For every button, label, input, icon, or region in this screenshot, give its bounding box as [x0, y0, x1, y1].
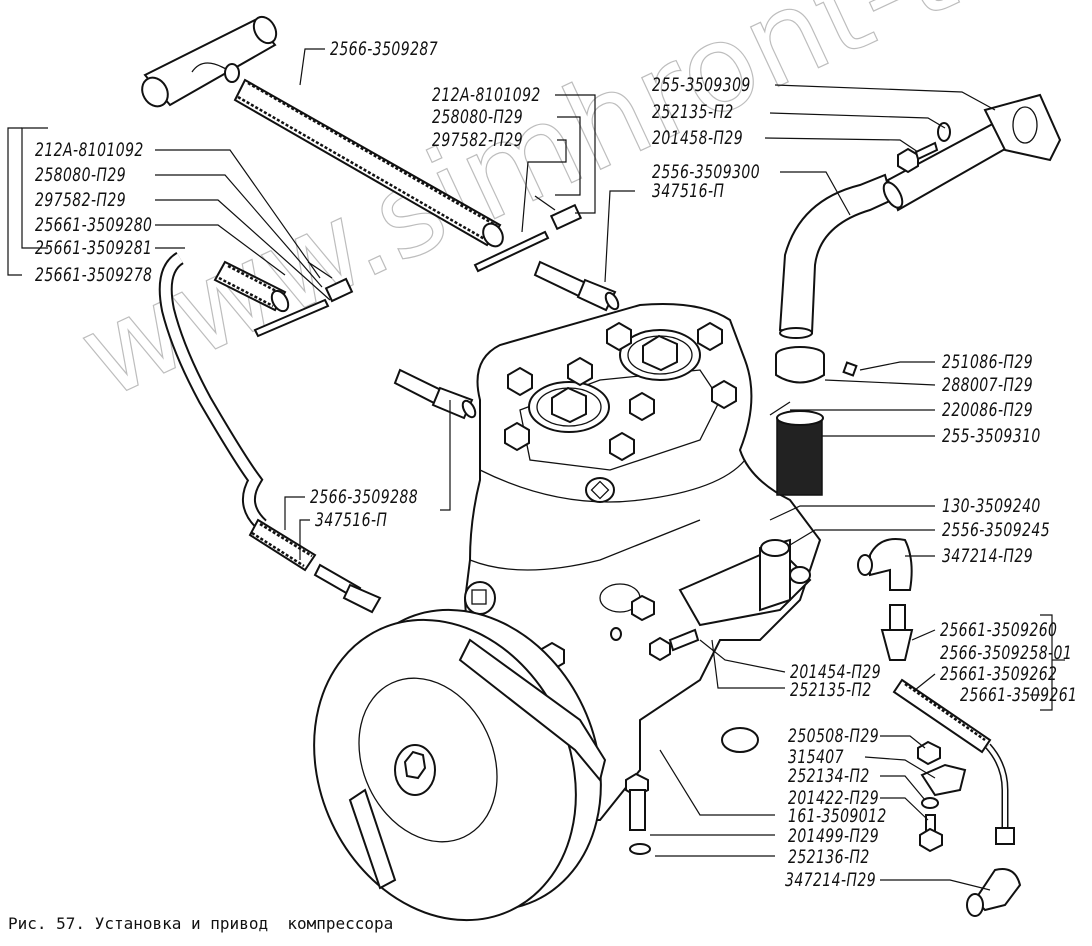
tag-strip-mid: [473, 230, 550, 273]
label-rp-4: 25661-3509261: [960, 684, 1078, 706]
figure-caption: Рис. 57. Установка и привод компрессора: [8, 914, 394, 933]
label-br-7: 252136-П2: [788, 846, 870, 868]
label-left-5: 25661-3509281: [35, 237, 153, 259]
label-rt-3: 201458-П29: [652, 127, 744, 149]
drive-belt: [348, 638, 607, 890]
label-mid-2: 258080-П29: [432, 106, 524, 128]
elbow-fitting-right: [857, 538, 913, 591]
label-rm-2: 2556-3509245: [942, 519, 1051, 541]
label-clamp-3: 220086-П29: [942, 399, 1034, 421]
label-fitting-top: 347516-П: [652, 180, 725, 202]
flexible-hose-left: [158, 252, 317, 572]
pipe-assembly-right: [880, 604, 1022, 917]
label-rp-2: 2566-3509258-01: [940, 642, 1073, 664]
fitting-top-center: [533, 260, 620, 312]
label-mid-1: 212А-8101092: [432, 84, 541, 106]
t-fitting-top: [141, 15, 278, 108]
label-br-5: 161-3509012: [788, 805, 887, 827]
label-rp-3: 25661-3509262: [940, 663, 1058, 685]
label-hose-top: 2566-3509287: [330, 38, 439, 60]
hardware-bottom-right: [917, 740, 967, 853]
leader-lines: [7, 48, 1065, 891]
label-left-3: 297582-П29: [35, 189, 127, 211]
label-clamp-1: 251086-П29: [942, 351, 1034, 373]
head-nuts: [504, 321, 737, 462]
label-bolt-1: 201454-П29: [790, 661, 882, 683]
label-rt-2: 252135-П2: [652, 101, 734, 123]
label-br-2: 315407: [788, 746, 844, 768]
flange-bolt-top: [897, 122, 951, 174]
hardware-bottom-center: [610, 627, 700, 855]
fitting-left-lower: [313, 563, 382, 614]
label-br-4: 201422-П29: [788, 787, 880, 809]
label-rm-3: 347214-П29: [942, 545, 1034, 567]
label-mid-3: 297582-П29: [432, 129, 524, 151]
hose-clamp: [769, 346, 858, 416]
tag-strip-left: [253, 298, 330, 338]
outlet-bracket: [678, 538, 812, 627]
label-rt-4: 2556-3509300: [652, 161, 761, 183]
hose-sleeve: [776, 410, 824, 496]
outlet-pipe-elbow: [778, 93, 1062, 339]
label-left-6: 25661-3509278: [35, 264, 153, 286]
label-lm-1: 2566-3509288: [310, 486, 419, 508]
label-left-1: 212А-8101092: [35, 139, 144, 161]
label-lm-2: 347516-П: [315, 509, 388, 531]
fitting-left-cyl: [393, 368, 477, 420]
label-left-2: 258080-П29: [35, 164, 127, 186]
label-clamp-4: 255-3509310: [942, 425, 1041, 447]
label-bolt-2: 252135-П2: [790, 679, 872, 701]
label-rp-1: 25661-3509260: [940, 619, 1058, 641]
long-hose: [233, 78, 504, 248]
label-rt-1: 255-3509309: [652, 74, 751, 96]
cotter-pin-mid: [534, 195, 583, 231]
label-br-6: 201499-П29: [788, 825, 880, 847]
label-left-4: 25661-3509280: [35, 214, 153, 236]
label-br-1: 250508-П29: [788, 725, 880, 747]
label-br-8: 347214-П29: [785, 869, 877, 891]
label-clamp-2: 288007-П29: [942, 374, 1034, 396]
label-br-3: 252134-П2: [788, 765, 870, 787]
label-rm-1: 130-3509240: [942, 495, 1041, 517]
cotter-pin-left: [307, 261, 354, 303]
